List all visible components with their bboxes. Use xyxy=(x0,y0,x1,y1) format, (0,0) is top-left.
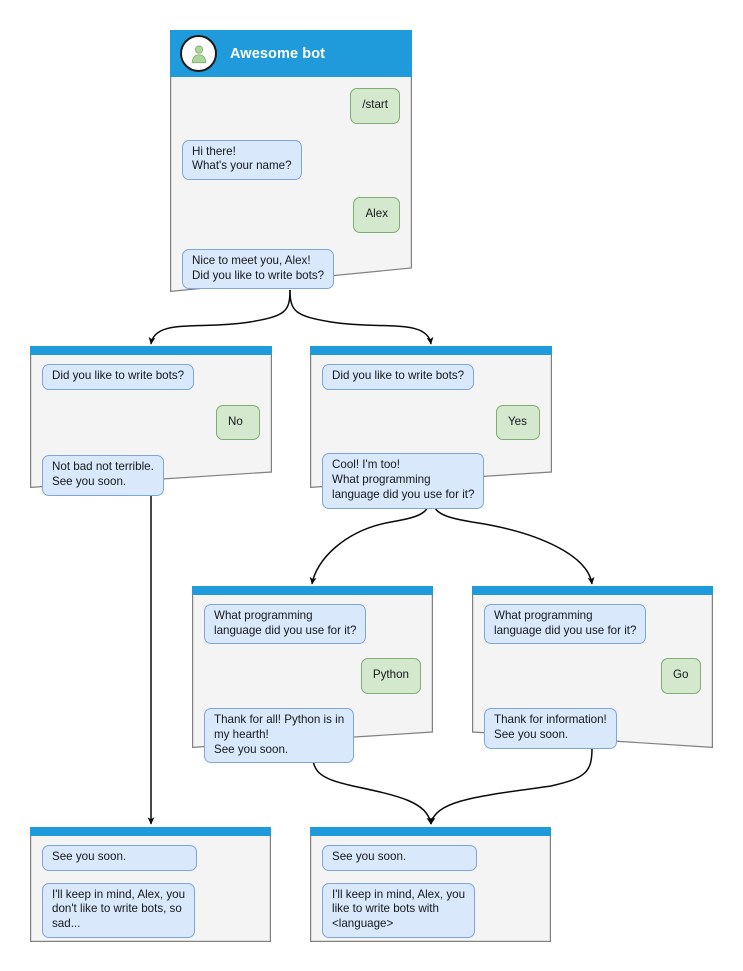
node-end-sad-messages: See you soon. I'll keep in mind, Alex, y… xyxy=(30,836,271,938)
message-row: Nice to meet you, Alex! Did you like to … xyxy=(182,248,400,290)
message-row: Did you like to write bots? xyxy=(322,364,540,390)
node-no-branch[interactable]: Did you like to write bots? No Not bad n… xyxy=(30,346,272,496)
node-go-branch-messages: What programming language did you use fo… xyxy=(472,595,713,749)
node-root-header: Awesome bot xyxy=(170,30,412,77)
node-header-bar xyxy=(310,346,552,355)
message-row: Did you like to write bots? xyxy=(42,364,260,390)
bot-message-bubble[interactable]: Did you like to write bots? xyxy=(42,364,195,390)
bot-message-bubble[interactable]: What programming language did you use fo… xyxy=(484,604,647,645)
message-row: Go xyxy=(484,658,701,695)
node-root-content: Awesome bot /start Hi there! What's your… xyxy=(170,30,412,292)
message-row: Alex xyxy=(182,197,400,233)
message-row: Python xyxy=(204,658,421,695)
node-header-bar xyxy=(472,586,713,595)
node-python-branch-messages: What programming language did you use fo… xyxy=(192,595,433,764)
node-header-bar xyxy=(30,827,271,836)
edge-go-to-end-happy xyxy=(428,747,593,825)
message-row: Yes xyxy=(322,404,540,441)
node-yes-branch-messages: Did you like to write bots? Yes Cool! I'… xyxy=(310,355,552,509)
node-root-messages: /start Hi there! What's your name? Alex … xyxy=(170,77,412,290)
message-row: I'll keep in mind, Alex, you don't like … xyxy=(42,882,259,938)
node-yes-branch[interactable]: Did you like to write bots? Yes Cool! I'… xyxy=(310,346,552,509)
node-end-sad-content: See you soon. I'll keep in mind, Alex, y… xyxy=(30,827,271,942)
person-avatar-icon xyxy=(180,35,217,72)
bot-message-bubble[interactable]: What programming language did you use fo… xyxy=(204,604,367,645)
bot-name-label: Awesome bot xyxy=(230,45,326,62)
bot-message-bubble[interactable]: I'll keep in mind, Alex, you don't like … xyxy=(42,882,196,938)
message-row: What programming language did you use fo… xyxy=(204,604,421,645)
user-message-bubble[interactable]: Go xyxy=(661,658,701,695)
bot-message-bubble[interactable]: Not bad not terrible. See you soon. xyxy=(42,455,164,496)
user-message-bubble[interactable]: No xyxy=(216,404,260,441)
node-root[interactable]: Awesome bot /start Hi there! What's your… xyxy=(170,30,412,292)
bot-message-bubble[interactable]: I'll keep in mind, Alex, you like to wri… xyxy=(322,882,476,938)
node-end-happy-content: See you soon. I'll keep in mind, Alex, y… xyxy=(310,827,551,942)
message-row: See you soon. xyxy=(42,845,259,871)
bot-message-bubble[interactable]: Did you like to write bots? xyxy=(322,364,475,390)
node-header-bar xyxy=(310,827,551,836)
node-yes-branch-content: Did you like to write bots? Yes Cool! I'… xyxy=(310,346,552,509)
message-row: See you soon. xyxy=(322,845,539,871)
message-row: Hi there! What's your name? xyxy=(182,139,400,181)
node-python-branch-content: What programming language did you use fo… xyxy=(192,586,433,764)
user-message-bubble[interactable]: Alex xyxy=(353,197,400,233)
node-end-sad[interactable]: See you soon. I'll keep in mind, Alex, y… xyxy=(30,827,271,942)
node-end-happy[interactable]: See you soon. I'll keep in mind, Alex, y… xyxy=(310,827,551,942)
edge-root-to-no xyxy=(148,289,291,345)
bot-message-bubble[interactable]: See you soon. xyxy=(322,845,477,871)
bot-message-bubble[interactable]: Nice to meet you, Alex! Did you like to … xyxy=(182,248,335,290)
bot-message-bubble[interactable]: Thank for all! Python is in my hearth! S… xyxy=(204,708,355,764)
bot-message-bubble[interactable]: Cool! I'm too! What programming language… xyxy=(322,453,485,509)
message-row: What programming language did you use fo… xyxy=(484,604,701,645)
message-row: /start xyxy=(182,88,400,124)
message-row: Not bad not terrible. See you soon. xyxy=(42,455,260,496)
node-no-branch-content: Did you like to write bots? No Not bad n… xyxy=(30,346,272,496)
node-go-branch[interactable]: What programming language did you use fo… xyxy=(472,586,713,749)
edge-root-to-yes xyxy=(289,289,434,345)
node-no-branch-messages: Did you like to write bots? No Not bad n… xyxy=(30,355,272,496)
message-row: Thank for all! Python is in my hearth! S… xyxy=(204,708,421,764)
node-header-bar xyxy=(30,346,272,355)
bot-message-bubble[interactable]: Thank for information! See you soon. xyxy=(484,708,617,749)
node-end-happy-messages: See you soon. I'll keep in mind, Alex, y… xyxy=(310,836,551,938)
bot-message-bubble[interactable]: See you soon. xyxy=(42,845,197,871)
bot-message-bubble[interactable]: Hi there! What's your name? xyxy=(182,139,302,181)
node-python-branch[interactable]: What programming language did you use fo… xyxy=(192,586,433,764)
message-row: Thank for information! See you soon. xyxy=(484,708,701,749)
node-header-bar xyxy=(192,586,433,595)
node-go-branch-content: What programming language did you use fo… xyxy=(472,586,713,749)
user-message-bubble[interactable]: Python xyxy=(360,658,421,695)
message-row: No xyxy=(42,404,260,441)
message-row: Cool! I'm too! What programming language… xyxy=(322,453,540,509)
user-message-bubble[interactable]: Yes xyxy=(496,404,540,441)
message-row: I'll keep in mind, Alex, you like to wri… xyxy=(322,882,539,938)
user-message-bubble[interactable]: /start xyxy=(350,88,400,124)
